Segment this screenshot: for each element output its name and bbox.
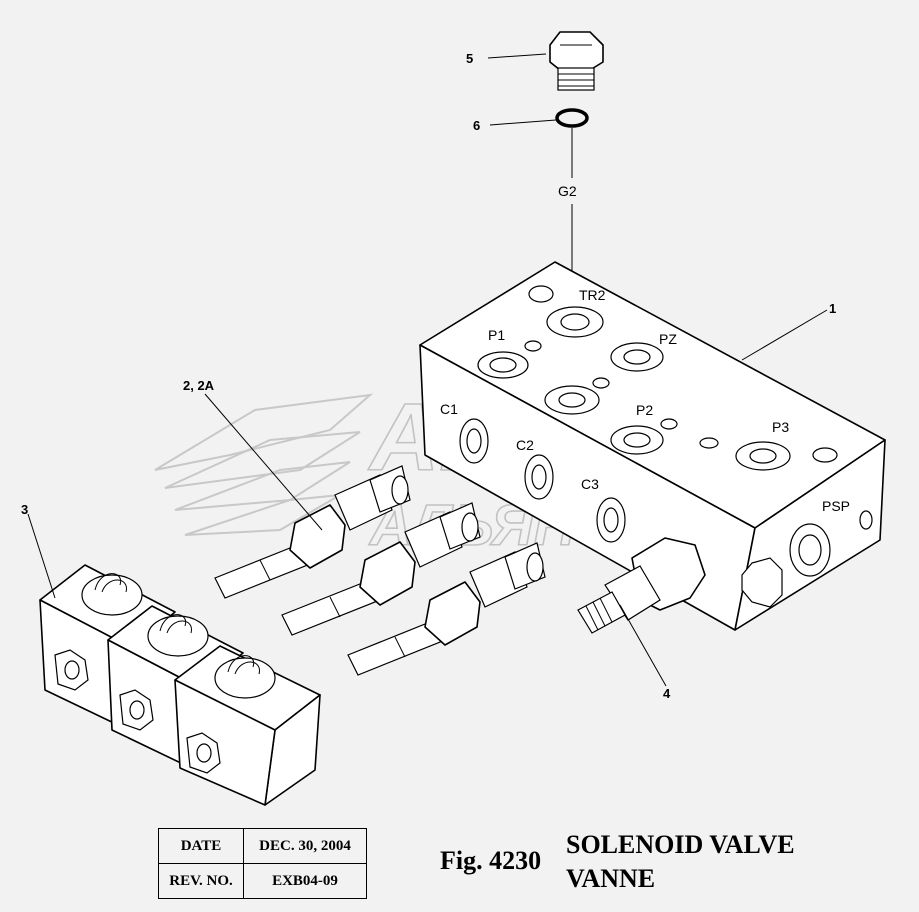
revision-value: EXB04-09	[243, 863, 367, 899]
port-label-c2: C2	[516, 437, 534, 453]
solenoid-coil-3	[174, 645, 321, 806]
valve-cartridge-3	[347, 542, 546, 676]
figure-number: Fig. 4230	[440, 846, 542, 875]
callout-part-3: 3	[21, 502, 28, 517]
valve-cartridge-2	[281, 502, 481, 636]
port-label-pz: PZ	[659, 331, 677, 347]
plug-part-5	[549, 31, 604, 91]
callout-part-5: 5	[466, 51, 473, 66]
port-label-tr2: TR2	[579, 287, 606, 303]
callout-part-6: 6	[473, 118, 480, 133]
port-label-g2: G2	[558, 183, 577, 199]
pressure-switch-part-4	[577, 537, 706, 634]
callout-part-2: 2, 2A	[183, 378, 215, 393]
port-label-c1: C1	[440, 401, 458, 417]
valve-cartridge-1	[214, 465, 411, 599]
callout-part-1: 1	[829, 301, 836, 316]
revision-label: REV. NO.	[158, 863, 244, 899]
date-value: DEC. 30, 2004	[243, 828, 367, 864]
figure-title-line2: VANNE	[566, 864, 656, 893]
leader-lines	[27, 53, 828, 687]
valve-cartridges-part-2	[214, 465, 546, 676]
callout-part-4: 4	[663, 686, 671, 701]
figure-title-line1: SOLENOID VALVE	[566, 830, 795, 859]
o-ring-part-6	[555, 108, 589, 128]
solenoid-coils-part-3	[39, 564, 321, 806]
title-block: DATE DEC. 30, 2004 REV. NO. EXB04-09	[158, 828, 367, 899]
port-label-c3: C3	[581, 476, 599, 492]
port-label-p1: P1	[488, 327, 505, 343]
date-label: DATE	[158, 828, 244, 864]
port-label-p3: P3	[772, 419, 789, 435]
port-label-psp: PSP	[822, 498, 850, 514]
figure-title: SOLENOID VALVE VANNE	[566, 828, 795, 896]
port-label-p2: P2	[636, 402, 653, 418]
